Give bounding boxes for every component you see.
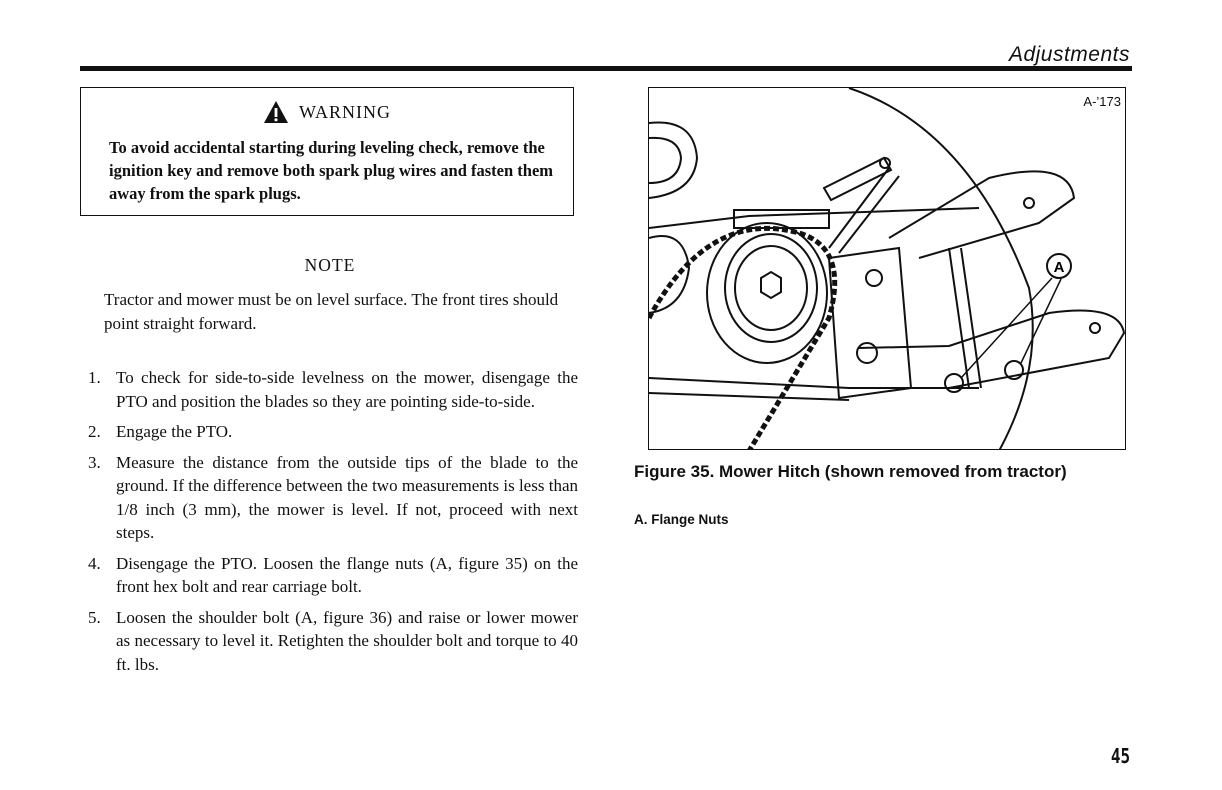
step-number: 5.: [88, 607, 101, 627]
list-item: 1. To check for side-to-side levelness on…: [88, 366, 578, 413]
figure-caption: Figure 35. Mower Hitch (shown removed fr…: [634, 462, 1067, 481]
header-rule: [80, 66, 1132, 71]
step-text: To check for side-to-side levelness on t…: [116, 368, 578, 411]
figure-code: A-’173: [1083, 94, 1121, 109]
step-text: Engage the PTO.: [116, 422, 233, 441]
list-item: 4. Disengage the PTO. Loosen the flange n…: [88, 552, 578, 599]
warning-box: WARNING To avoid accidental starting dur…: [80, 87, 574, 216]
step-text: Measure the distance from the outside ti…: [116, 452, 578, 543]
step-text: Loosen the shoulder bolt (A, figure 36) …: [116, 607, 578, 674]
warning-heading: WARNING: [81, 100, 573, 124]
step-number: 4.: [88, 553, 101, 573]
steps-list: 1. To check for side-to-side levelness on…: [88, 366, 578, 683]
step-text: Disengage the PTO. Loosen the flange nut…: [116, 553, 578, 597]
figure-legend: A. Flange Nuts: [634, 512, 729, 527]
warning-icon: [264, 101, 288, 123]
note-text: Tractor and mower must be on level surfa…: [104, 290, 559, 333]
mower-hitch-figure: A A-’173: [648, 87, 1126, 450]
warning-text: To avoid accidental starting during leve…: [109, 138, 554, 203]
step-number: 3.: [88, 452, 101, 472]
list-item: 5. Loosen the shoulder bolt (A, figure 36…: [88, 606, 578, 677]
callout-label: A: [1054, 259, 1065, 276]
list-item: 3. Measure the distance from the outside …: [88, 451, 578, 545]
warning-title: WARNING: [299, 102, 391, 122]
note-title: NOTE: [304, 255, 356, 275]
mower-hitch-illustration: A: [649, 88, 1125, 449]
callout-circle: [1046, 253, 1072, 279]
step-number: 2.: [88, 422, 101, 441]
step-number: 1.: [88, 368, 101, 387]
section-title: Adjustments: [1008, 43, 1130, 66]
list-item: 2. Engage the PTO.: [88, 420, 578, 444]
page-number: 45: [1110, 744, 1130, 768]
